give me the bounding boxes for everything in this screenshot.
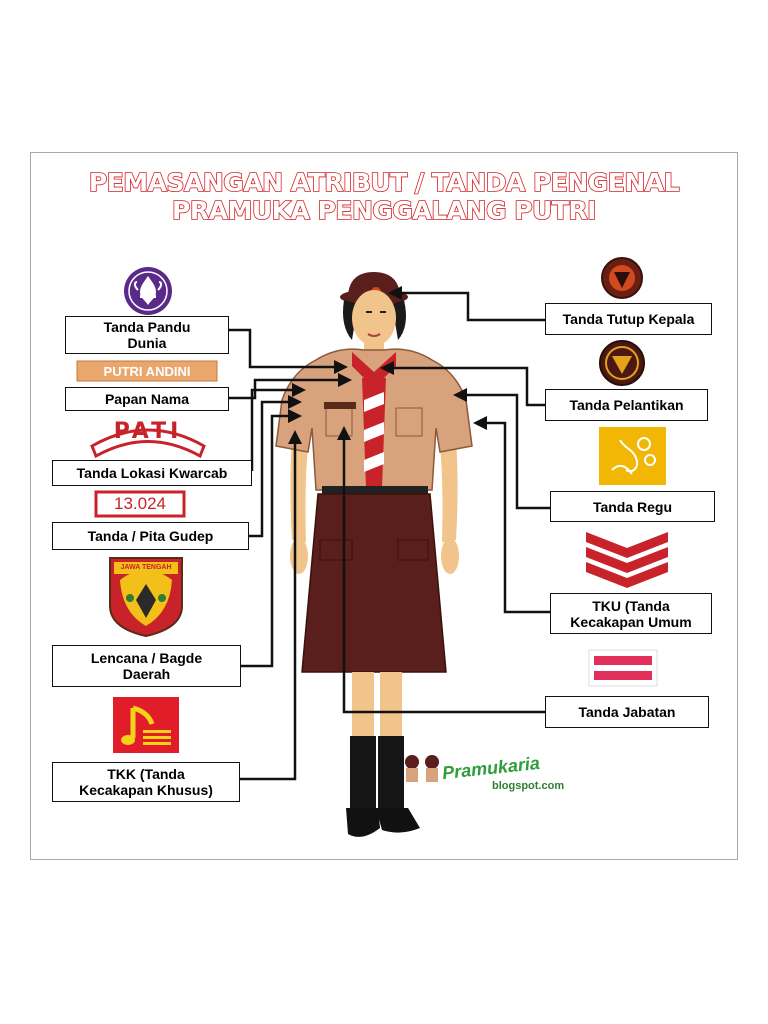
pati-badge: [90, 428, 206, 459]
tkk-music-badge-icon: [113, 697, 179, 753]
label-tkk: TKK (Tanda Kecakapan Khusus): [52, 762, 240, 802]
label-tanda-regu: Tanda Regu: [550, 491, 715, 522]
scout-girl-figure: [275, 272, 473, 837]
jawa-tengah-shield-icon: [109, 557, 183, 638]
head-cover-badge-icon: [601, 257, 643, 299]
connector-arrowheads: [288, 286, 487, 444]
label-tku: TKU (Tanda Kecakapan Umum: [550, 593, 712, 634]
label-tanda-pelantikan: Tanda Pelantikan: [545, 389, 708, 421]
label-tanda-jabatan: Tanda Jabatan: [545, 696, 709, 728]
world-scout-badge-icon: [124, 267, 172, 315]
tku-chevron-badge-icon: [586, 532, 668, 588]
jawa-tengah-text: JAWA TENGAH: [120, 563, 172, 571]
regu-flower-badge-icon: [599, 427, 666, 485]
label-papan-nama: Papan Nama: [65, 387, 229, 411]
label-tanda-pita-gudep: Tanda / Pita Gudep: [52, 522, 249, 550]
label-tanda-tutup-kepala: Tanda Tutup Kepala: [545, 303, 712, 335]
watermark-site: blogspot.com: [492, 780, 565, 792]
pati-text: PATI: [113, 418, 183, 444]
gudep-number-text: 13.024: [114, 494, 166, 513]
label-tanda-pandu-dunia: Tanda Pandu Dunia: [65, 316, 229, 354]
title-line-2: PRAMUKA PENGGALANG PUTRI: [171, 195, 597, 226]
label-lencana-bagde-daerah: Lencana / Bagde Daerah: [52, 645, 241, 687]
title-line-1: PEMASANGAN ATRIBUT / TANDA PENGENAL: [88, 167, 680, 198]
pramukaria-logo-icon: [405, 755, 439, 782]
name-tag-badge: [76, 360, 218, 382]
gudep-ribbon: [94, 490, 186, 518]
jabatan-badge-icon: [588, 649, 658, 687]
label-tanda-lokasi-kwarcab: Tanda Lokasi Kwarcab: [52, 460, 252, 486]
name-tag-text: PUTRI ANDINI: [103, 363, 191, 379]
connector-lines: [229, 291, 550, 781]
pelantikan-badge-icon: [599, 340, 645, 386]
